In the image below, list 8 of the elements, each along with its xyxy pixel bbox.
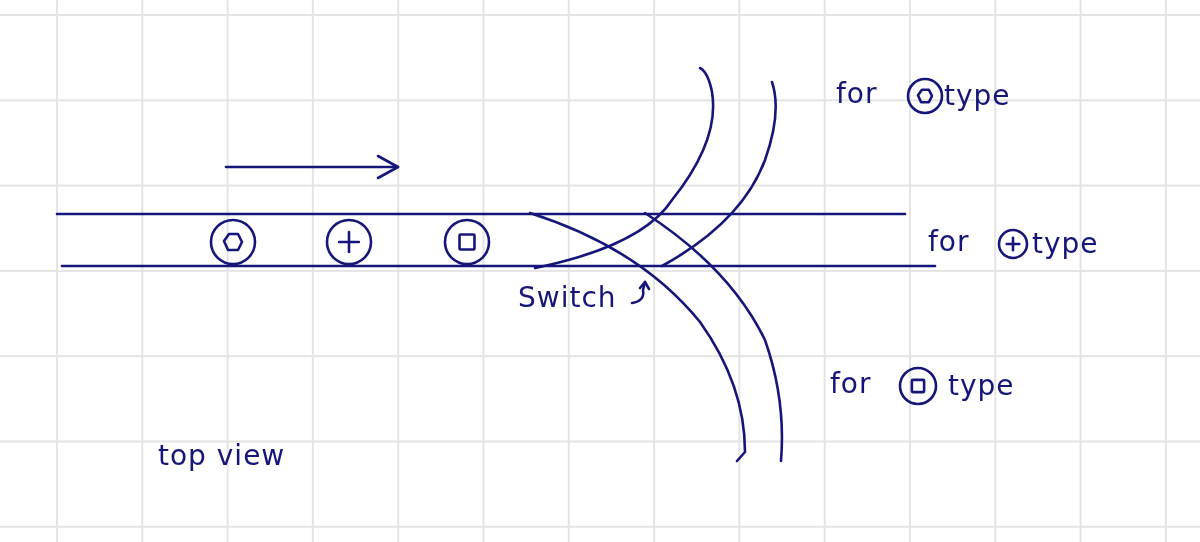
view-label: top view (158, 440, 286, 472)
branch-label: for (928, 226, 970, 258)
branch-label: for (836, 78, 878, 110)
switch-label: Switch (518, 282, 617, 314)
branch-label: for (830, 368, 872, 400)
branch-label: type (948, 370, 1015, 402)
branch-label: type (944, 80, 1011, 112)
branch-label: type (1032, 228, 1099, 260)
